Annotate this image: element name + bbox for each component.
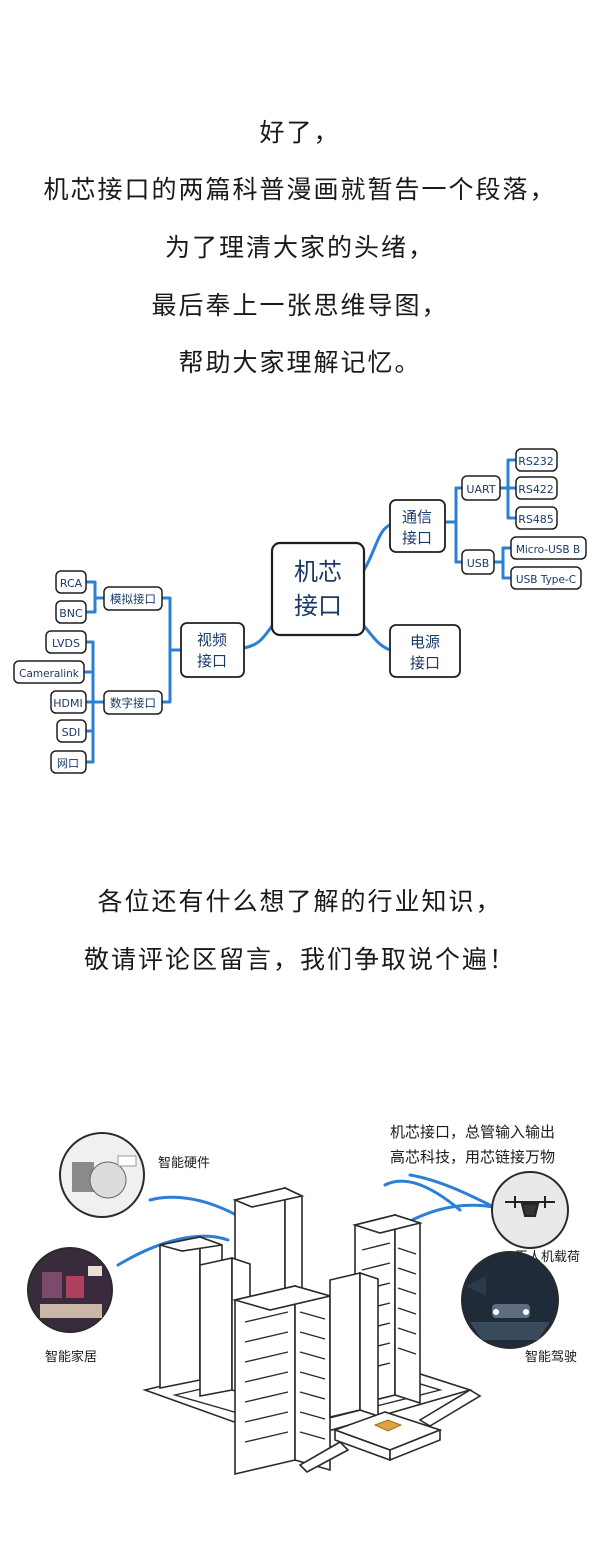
building-front: [231, 1284, 334, 1476]
drone-icon: [505, 1196, 555, 1217]
conn-root-power: [362, 624, 392, 652]
conn-digital-trunk: [82, 640, 106, 764]
node-video: 视频 接口: [180, 622, 245, 678]
node-digital: 数字接口: [103, 690, 163, 715]
intro-line-3: 为了理清大家的头绪，: [164, 233, 435, 262]
node-cameralink: Cameralink: [13, 660, 85, 684]
thumb-hardware: [59, 1132, 145, 1218]
node-micro-usb-label: Micro-USB B: [516, 544, 580, 556]
node-usb: USB: [461, 549, 495, 575]
node-rs422-label: RS422: [518, 483, 554, 496]
node-video-label-line-1: 视频: [197, 631, 227, 649]
node-hdmi: HDMI: [50, 690, 87, 714]
intro-line-5: 帮助大家理解记忆。: [178, 348, 422, 377]
thumb-driving: [461, 1251, 559, 1349]
node-cameralink-label: Cameralink: [19, 668, 80, 680]
node-video-label-line-2: 接口: [197, 652, 227, 670]
outro-line-2: 敬请评论区留言，我们争取说个遍！: [83, 945, 516, 974]
conn-video-trunk: [160, 596, 183, 704]
link-driving: [383, 1179, 462, 1212]
chip-icon: [373, 1419, 403, 1432]
node-power-label-line-1: 电源: [410, 633, 440, 651]
intro-line-2: 机芯接口的两篇科普漫画就暂告一个段落，: [43, 175, 557, 204]
intro-line-4: 最后奉上一张思维导图，: [151, 291, 449, 320]
node-network: 网口: [50, 750, 87, 774]
node-root-label-line-2: 接口: [294, 592, 342, 620]
conn-root-comm: [362, 523, 392, 572]
node-usb-type-c-label: USB Type-C: [516, 574, 576, 586]
slogan-line-1: 机芯接口，总管输入输出: [390, 1123, 555, 1141]
chip-cable-right: [418, 1389, 482, 1427]
node-sdi-label: SDI: [62, 726, 81, 739]
mind-map: 机芯 接口 通信 接口 电源 接口 视频 接口 UART USB RS232 R…: [13, 448, 587, 774]
node-rs485: RS485: [515, 506, 558, 530]
thumb-drone: [491, 1171, 569, 1249]
label-driving: 智能驾驶: [525, 1350, 577, 1365]
label-hardware: 智能硬件: [158, 1156, 210, 1171]
chip-module: [298, 1389, 482, 1473]
node-analog-label: 模拟接口: [110, 592, 156, 606]
conn-comm-trunk: [443, 486, 458, 564]
node-comm-label-line-1: 通信: [402, 508, 432, 526]
node-bnc-label: BNC: [59, 607, 83, 620]
node-rca-label: RCA: [60, 577, 83, 590]
node-hdmi-label: HDMI: [53, 697, 82, 710]
node-lvds-label: LVDS: [52, 637, 80, 650]
node-lvds: LVDS: [45, 630, 87, 654]
node-digital-label: 数字接口: [110, 696, 156, 710]
node-rs232: RS232: [515, 448, 558, 472]
intro-line-1: 好了，: [259, 118, 341, 147]
node-rs485-label: RS485: [518, 513, 554, 526]
node-bnc: BNC: [55, 600, 87, 624]
link-slogan: [408, 1173, 502, 1212]
link-home: [116, 1234, 230, 1267]
slogan-line-2: 高芯科技，用芯链接万物: [390, 1148, 555, 1166]
thumb-home: [27, 1247, 113, 1333]
label-home: 智能家居: [45, 1349, 97, 1365]
conn-analog-trunk: [84, 580, 106, 614]
chip-cable-left: [298, 1441, 350, 1473]
city-illustration: 机芯接口，总管输入输出 高芯科技，用芯链接万物: [27, 1123, 580, 1476]
node-root: 机芯 接口: [270, 541, 366, 637]
conn-root-video: [242, 624, 274, 650]
node-usb-label: USB: [467, 557, 490, 570]
node-power: 电源 接口: [389, 624, 461, 678]
node-rs232-label: RS232: [518, 455, 554, 468]
node-uart-label: UART: [466, 483, 495, 496]
node-comm: 通信 接口: [389, 499, 446, 553]
building-right-small: [329, 1271, 379, 1419]
node-rca: RCA: [55, 570, 87, 594]
conn-uart-trunk: [498, 458, 518, 520]
outro-line-1: 各位还有什么想了解的行业知识，: [97, 887, 503, 916]
node-power-label-line-2: 接口: [410, 654, 440, 672]
node-sdi: SDI: [56, 719, 87, 743]
node-network-label: 网口: [57, 757, 79, 770]
node-uart: UART: [461, 475, 501, 501]
node-micro-usb: Micro-USB B: [510, 536, 587, 560]
node-analog: 模拟接口: [103, 586, 163, 611]
node-usb-type-c: USB Type-C: [510, 566, 582, 590]
node-rs422: RS422: [515, 476, 558, 500]
node-comm-label-line-2: 接口: [402, 529, 432, 547]
mind-map-connectors: [82, 458, 518, 764]
node-root-label-line-1: 机芯: [294, 558, 342, 586]
conn-usb-trunk: [492, 546, 513, 580]
